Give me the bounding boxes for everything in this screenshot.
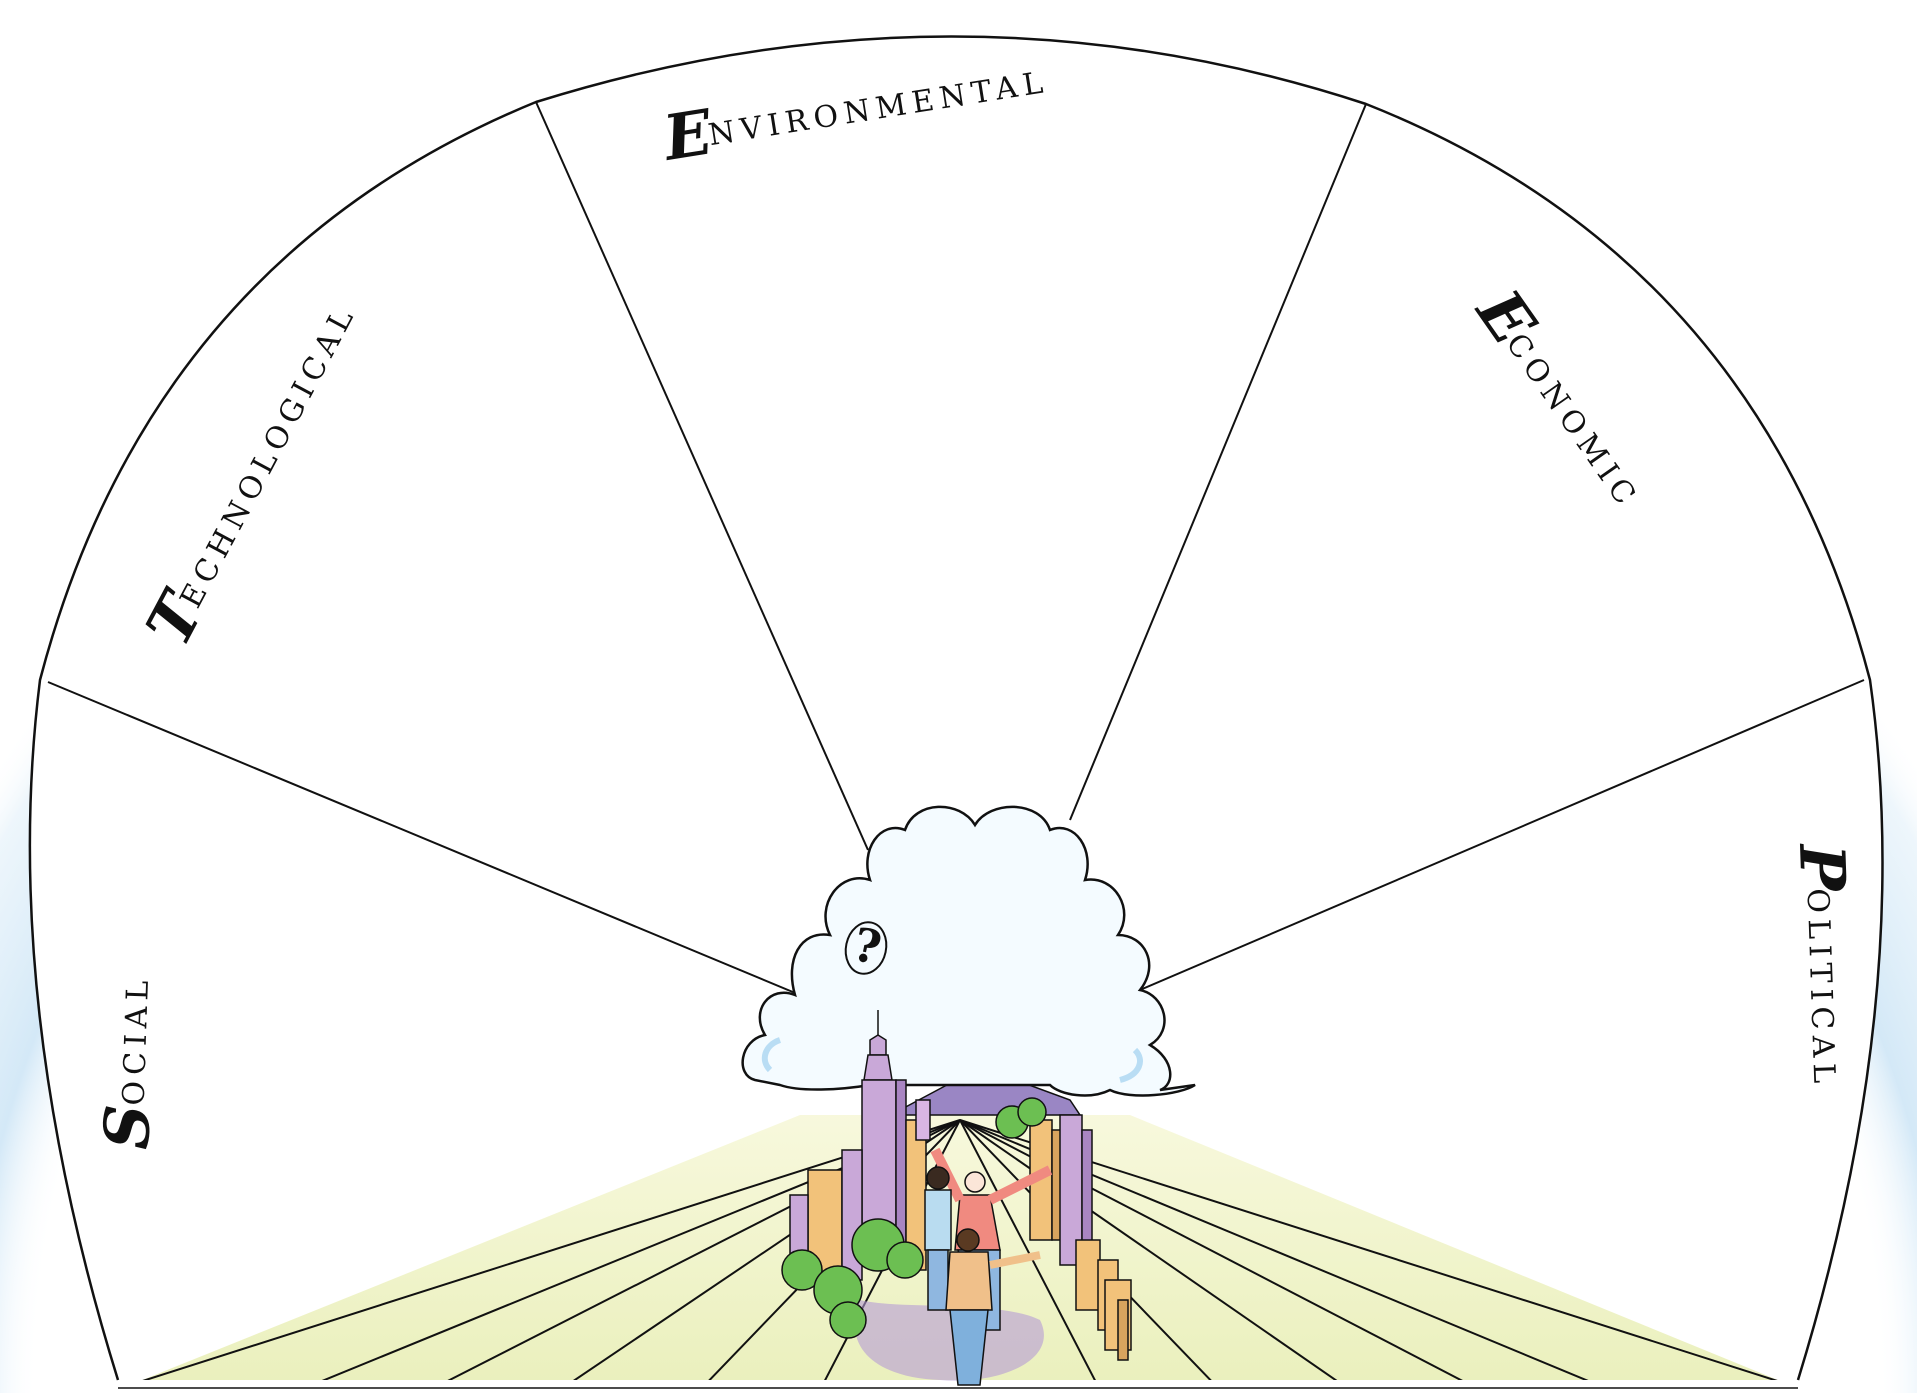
label-social-initial: S	[90, 1103, 165, 1150]
cloud-icon	[741, 805, 1196, 1097]
label-political: P OLITICAL	[1785, 841, 1860, 1090]
label-political-text: OLITICAL	[1800, 888, 1842, 1090]
label-social: S OCIAL	[90, 974, 165, 1151]
cloud-shading	[761, 1037, 1143, 1083]
trees-icon	[781, 1097, 1047, 1339]
fan-outline	[28, 35, 1884, 1381]
label-social-text: OCIAL	[117, 974, 157, 1106]
question-mark-ring	[844, 921, 888, 975]
segment-dividers	[47, 101, 1865, 996]
people-icon	[924, 1147, 1053, 1386]
label-political-initial: P	[1785, 841, 1860, 895]
